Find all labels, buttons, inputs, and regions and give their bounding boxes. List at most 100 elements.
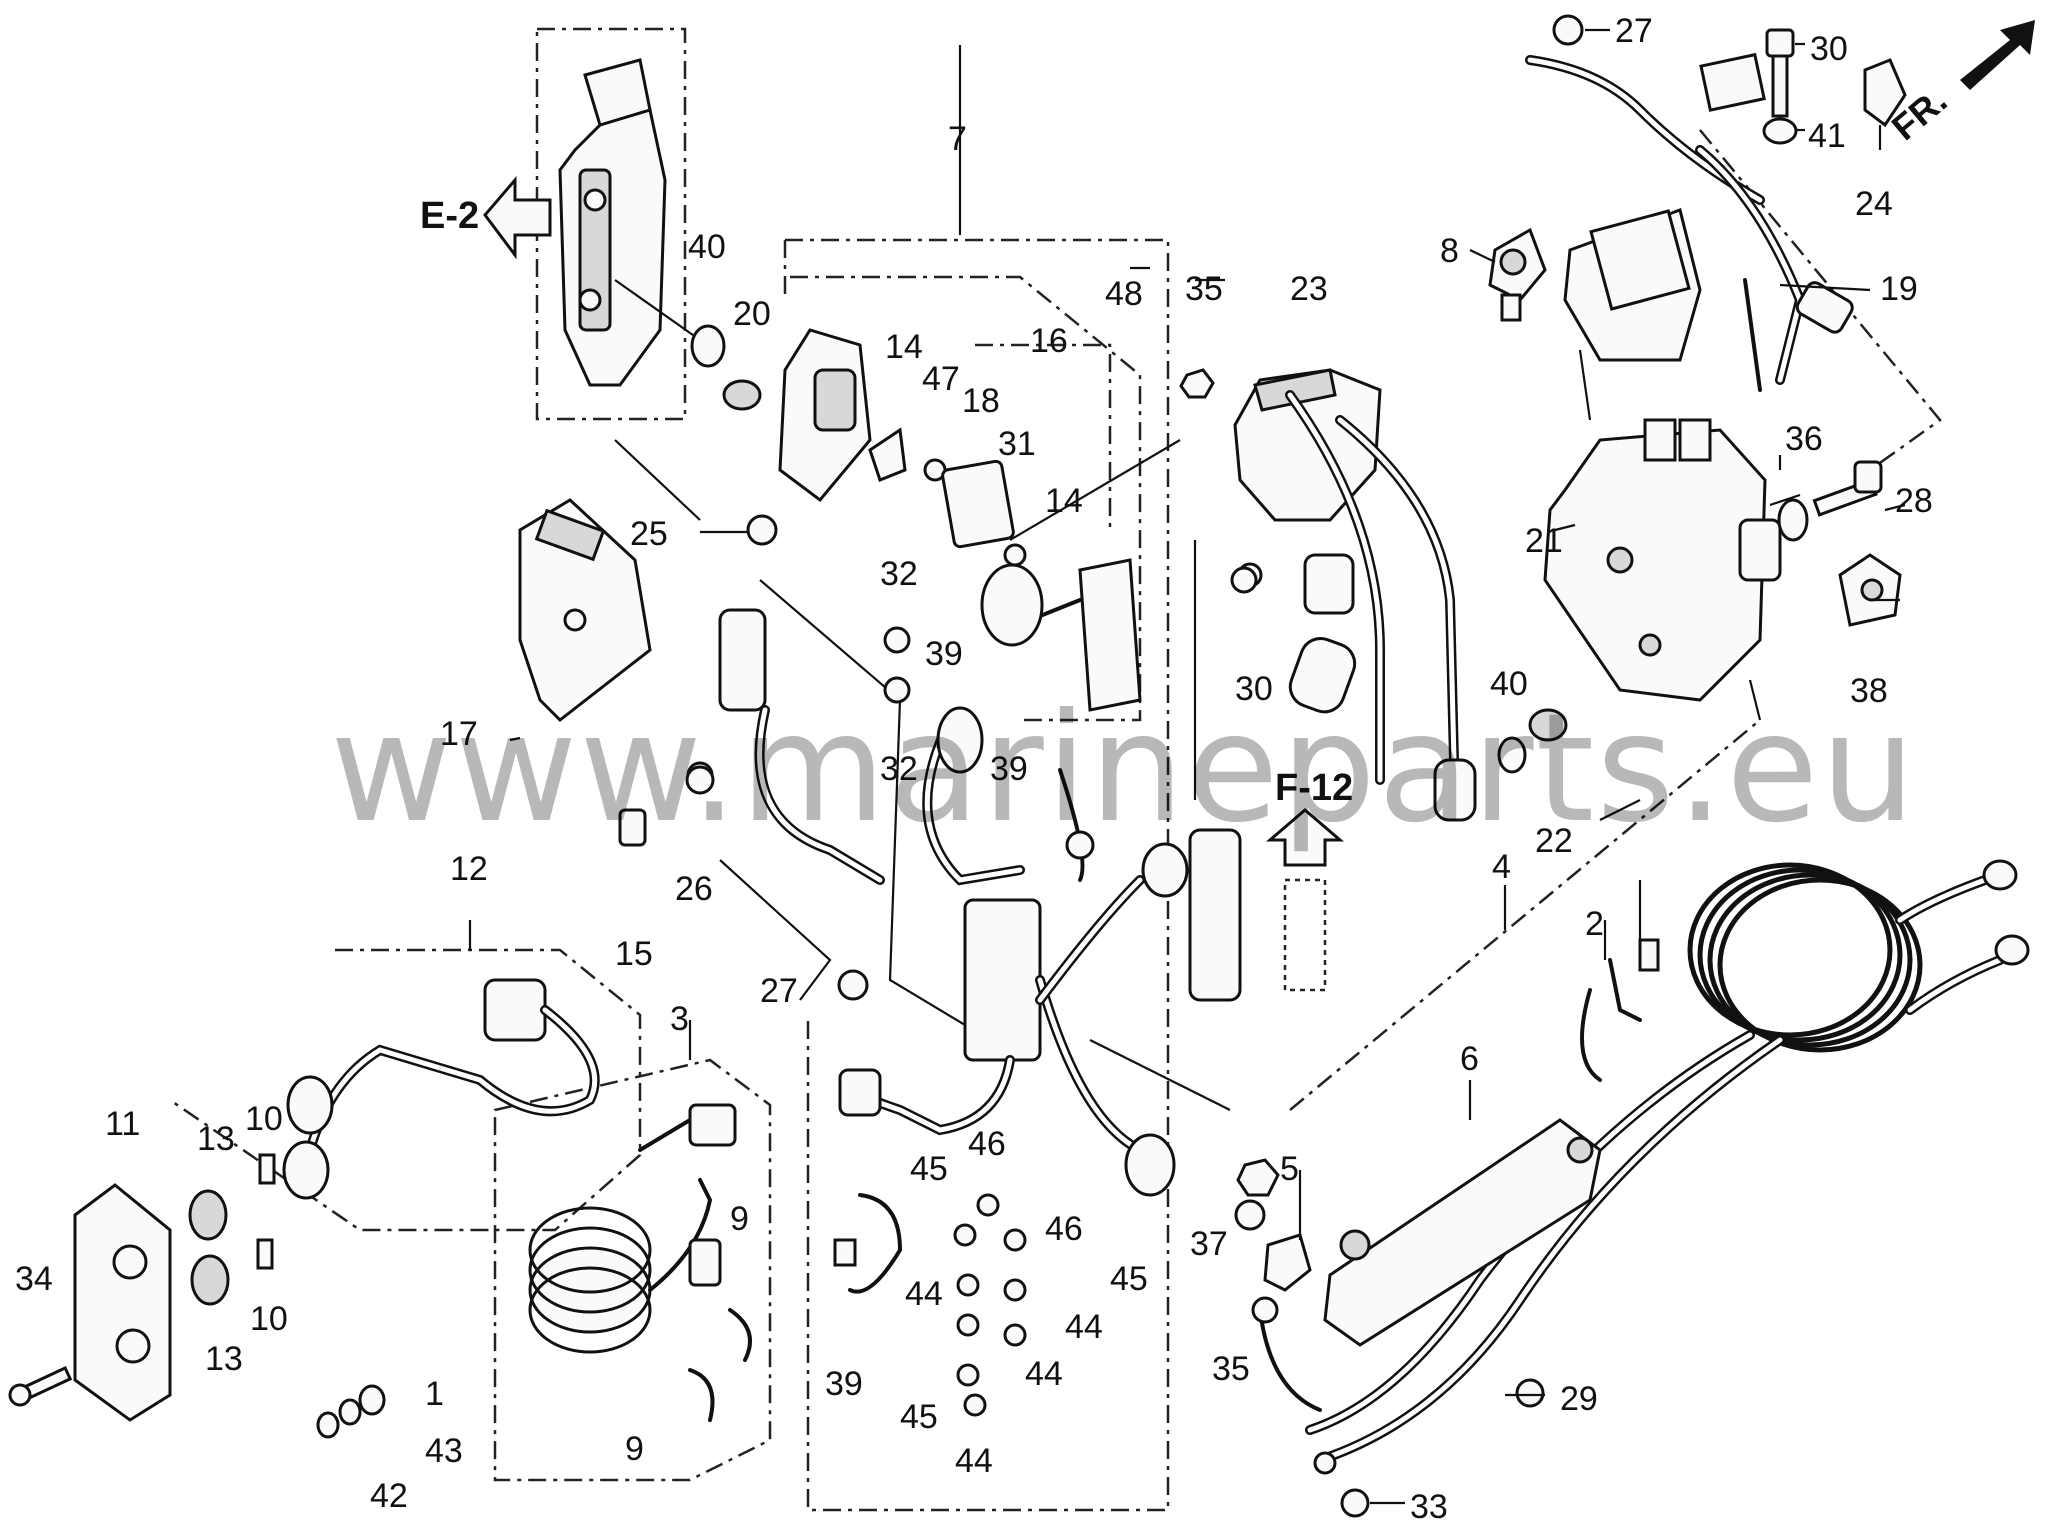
callout-17: 17 — [440, 715, 478, 753]
callout-39b: 39 — [990, 750, 1028, 788]
callout-numbers: 1 2 3 4 5 6 7 8 9 9 10 10 11 12 13 13 14… — [15, 12, 1933, 1526]
callout-10b: 10 — [250, 1300, 288, 1338]
callout-24: 24 — [1855, 185, 1893, 223]
callout-5: 5 — [1280, 1150, 1299, 1188]
nuts-cluster — [953, 1193, 1027, 1417]
callout-32b: 32 — [880, 750, 918, 788]
callout-14b: 14 — [1045, 482, 1083, 520]
callout-44a: 44 — [905, 1275, 943, 1313]
callout-44d: 44 — [955, 1442, 993, 1480]
callout-29: 29 — [1560, 1380, 1598, 1418]
group-outlines — [169, 27, 1942, 1512]
e2-label: E-2 — [420, 195, 479, 237]
callout-35a: 35 — [1185, 270, 1223, 308]
callout-4: 4 — [1492, 848, 1511, 886]
bolts-bottom-right — [1313, 1378, 1545, 1518]
parts-right — [1777, 460, 1902, 627]
switch-module — [778, 328, 1142, 712]
callout-8: 8 — [1440, 232, 1459, 270]
callout-47: 47 — [922, 360, 960, 398]
e2-reference: E-2 — [420, 175, 552, 260]
ignition-coil — [1233, 368, 1477, 822]
nut-35 — [1179, 368, 1215, 399]
callout-40b: 40 — [1490, 665, 1528, 703]
callout-46a: 46 — [968, 1125, 1006, 1163]
callout-34: 34 — [15, 1260, 53, 1298]
callout-19: 19 — [1880, 270, 1918, 308]
callout-36: 36 — [1785, 420, 1823, 458]
clamps-39 — [833, 563, 1044, 1294]
harness-3 — [528, 1103, 752, 1422]
callout-31: 31 — [998, 425, 1036, 463]
callout-14a: 14 — [885, 328, 923, 366]
rectifier-block — [558, 58, 701, 387]
callout-7: 7 — [948, 120, 967, 158]
callout-23: 23 — [1290, 270, 1328, 308]
bracket-6 — [1323, 1118, 1602, 1347]
callout-9a: 9 — [730, 1200, 749, 1238]
callout-44b: 44 — [1065, 1308, 1103, 1346]
front-arrow: FR. — [1884, 20, 2035, 148]
harness-12 — [188, 978, 600, 1306]
callout-44c: 44 — [1025, 1355, 1063, 1393]
callout-35b: 35 — [1212, 1350, 1250, 1388]
callout-12: 12 — [450, 850, 488, 888]
sensor-8 — [1488, 227, 1547, 322]
callout-3: 3 — [670, 1000, 689, 1038]
washers-bottom-left — [316, 1384, 386, 1439]
callout-10a: 10 — [245, 1100, 283, 1138]
main-harness — [718, 608, 1242, 1197]
callout-27b: 27 — [760, 972, 798, 1010]
callout-48: 48 — [1105, 275, 1143, 313]
callout-27a: 27 — [1615, 12, 1653, 50]
callout-1: 1 — [425, 1375, 444, 1413]
callout-2: 2 — [1585, 905, 1604, 943]
plate-11 — [8, 1183, 172, 1422]
callout-40a: 40 — [688, 228, 726, 266]
callout-11: 11 — [105, 1105, 140, 1143]
callout-43: 43 — [425, 1432, 463, 1470]
bracket-21 — [1543, 418, 1782, 702]
coil-4 — [1305, 859, 2030, 1465]
callout-45c: 45 — [900, 1398, 938, 1436]
bushing-parts — [690, 324, 762, 411]
watermark: www.marineparts.eu — [330, 682, 1918, 856]
callout-16: 16 — [1030, 322, 1068, 360]
callout-26: 26 — [675, 870, 713, 908]
callout-45b: 45 — [1110, 1260, 1148, 1298]
callout-25: 25 — [630, 515, 668, 553]
clip-27-top — [1552, 14, 1584, 46]
leader-lines — [614, 278, 1762, 1111]
callout-21: 21 — [1525, 522, 1563, 560]
callout-33: 33 — [1410, 1488, 1448, 1526]
f12-reference: F-12 — [1265, 767, 1353, 867]
callout-32a: 32 — [880, 555, 918, 593]
parts-middle-bottom — [1234, 1158, 1322, 1412]
callout-37: 37 — [1190, 1225, 1228, 1263]
callout-18: 18 — [962, 382, 1000, 420]
callout-38: 38 — [1850, 672, 1888, 710]
callout-13b: 13 — [205, 1340, 243, 1378]
bolt-30-top — [1762, 28, 1907, 145]
callout-39a: 39 — [925, 635, 963, 673]
callout-41: 41 — [1808, 117, 1846, 155]
callout-45a: 45 — [910, 1150, 948, 1188]
callout-42: 42 — [370, 1477, 408, 1515]
f12-label: F-12 — [1275, 767, 1353, 809]
callout-28: 28 — [1895, 482, 1933, 520]
callout-9b: 9 — [625, 1430, 644, 1468]
callout-6: 6 — [1460, 1040, 1479, 1078]
bracket-17 — [518, 498, 714, 847]
harness-19 — [1525, 52, 1854, 392]
callout-20: 20 — [733, 295, 771, 333]
callout-30a: 30 — [1810, 30, 1848, 68]
callout-39c: 39 — [825, 1365, 863, 1403]
callout-22: 22 — [1535, 822, 1573, 860]
bushings-right — [1497, 708, 1568, 774]
callout-30b: 30 — [1235, 670, 1273, 708]
callout-15: 15 — [615, 935, 653, 973]
callout-46b: 46 — [1045, 1210, 1083, 1248]
callout-13a: 13 — [197, 1120, 235, 1158]
callout-leaders — [468, 28, 1906, 1505]
